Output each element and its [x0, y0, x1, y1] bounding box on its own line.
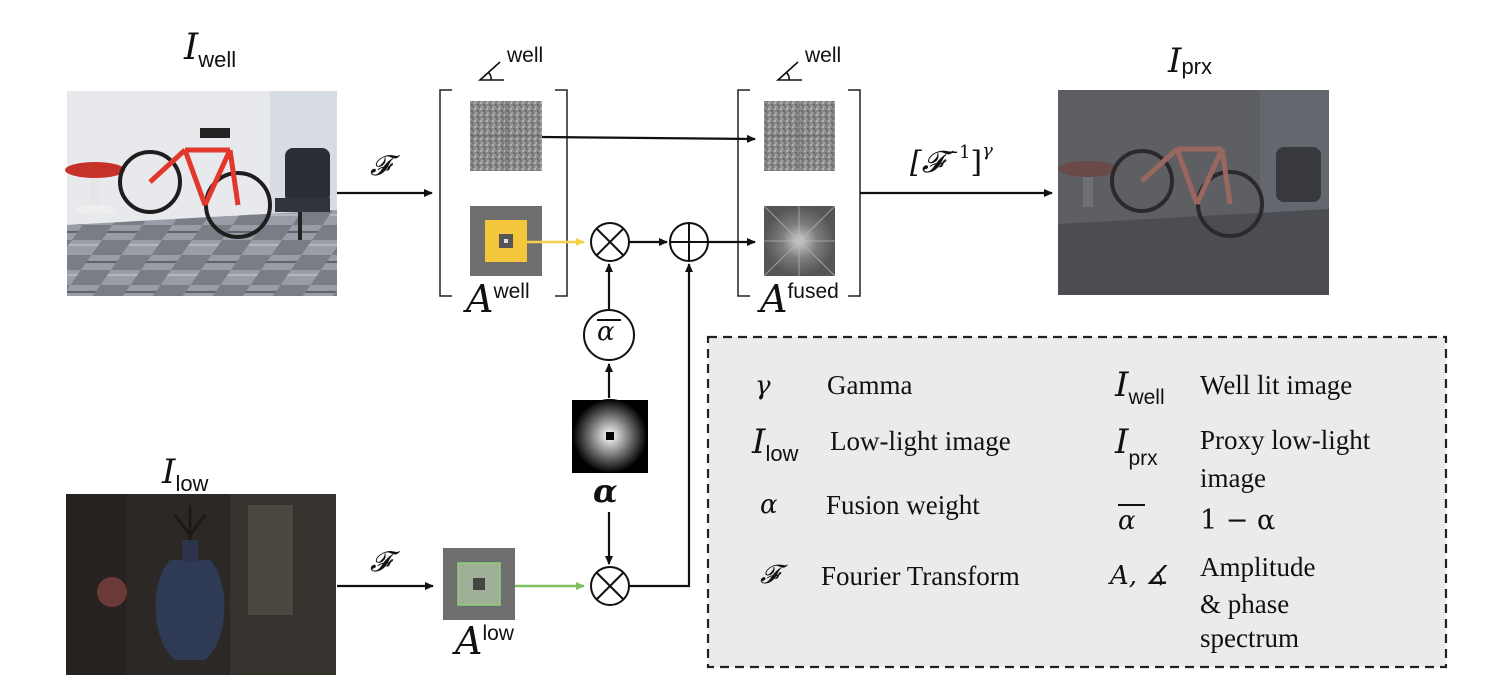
fused-phase-sup: well	[805, 44, 842, 67]
inverse-gamma: γ	[982, 140, 993, 161]
well-phase-sup: well	[507, 44, 544, 67]
inverse-close: ]	[970, 145, 983, 180]
legend-well-symbol: Iwell	[1115, 365, 1165, 409]
legend-prx-symbol: Iprx	[1115, 422, 1158, 470]
proxy-image-label: Iprx	[1168, 41, 1212, 81]
legend-low-label: Low-light image	[830, 426, 1011, 456]
legend-fourier-symbol: 𝓕	[760, 560, 780, 590]
legend-prx-label-line2: image	[1200, 463, 1266, 493]
legend-amp-phase-line1: Amplitude	[1200, 552, 1316, 582]
amplitude-spectrum-fused	[763, 205, 836, 277]
legend-alphabar-label: 1 − α	[1200, 505, 1276, 536]
low-amplitude-sup: low	[482, 622, 514, 645]
proxy-image	[1058, 90, 1329, 295]
legend-alpha-symbol: α	[760, 490, 778, 520]
inverse-fourier-label: [𝓕−1]γ	[910, 140, 993, 180]
legend-alphabar-symbol: α	[1118, 506, 1136, 536]
fused-amplitude-sup: fused	[787, 280, 839, 303]
legend-fourier-label: Fourier Transform	[821, 561, 1020, 591]
alpha-bar-label: α	[597, 317, 615, 347]
low-image-subscript: low	[175, 471, 209, 496]
phase-spectrum-well	[470, 101, 542, 171]
legend-low-symbol: Ilow	[752, 422, 799, 466]
multiply-node-bottom	[590, 566, 630, 606]
fourier-top-label: 𝓕	[370, 149, 391, 182]
legend-alpha-label: Fusion weight	[826, 490, 980, 520]
alpha-mask	[572, 399, 648, 473]
legend-well-label: Well lit image	[1200, 370, 1353, 400]
legend-box	[706, 335, 1448, 669]
phase-angle-icon-well	[477, 61, 504, 81]
phase-angle-icon-fused	[775, 61, 802, 81]
legend-amp-phase-symbol: A, ∡	[1110, 561, 1169, 591]
proxy-image-subscript: prx	[1181, 54, 1212, 79]
legend-amp-phase-line3: spectrum	[1200, 623, 1299, 653]
legend-well-sub: well	[1128, 386, 1165, 409]
low-light-image	[66, 494, 336, 675]
inverse-sup: −1	[943, 142, 971, 163]
multiply-node-top	[590, 222, 630, 262]
legend-gamma-label: Gamma	[827, 370, 913, 400]
legend-gamma-symbol: γ	[755, 371, 771, 401]
legend-prx-label-line1: Proxy low-light	[1200, 425, 1371, 455]
phase-spectrum-fused	[764, 101, 835, 171]
legend-prx-sub: prx	[1128, 447, 1158, 470]
well-lit-image	[65, 91, 337, 296]
alpha-label: α	[593, 472, 618, 510]
well-image-label: Iwell	[184, 27, 237, 72]
well-spectrum-bracket	[439, 89, 568, 297]
add-node	[669, 222, 709, 262]
fused-amplitude-label: Afused	[760, 277, 839, 321]
legend-amp-phase-line2: & phase	[1200, 589, 1290, 619]
amplitude-spectrum-low	[443, 548, 515, 620]
arrows	[337, 134, 1053, 590]
legend-low-sub: low	[765, 441, 799, 466]
well-image-subscript: well	[198, 47, 237, 72]
low-amplitude-label: Alow	[455, 619, 514, 663]
well-amplitude-label: Awell	[466, 277, 530, 321]
low-image-label: Ilow	[162, 452, 209, 496]
fourier-bottom-label: 𝓕	[370, 545, 391, 578]
well-amplitude-sup: well	[493, 280, 530, 303]
